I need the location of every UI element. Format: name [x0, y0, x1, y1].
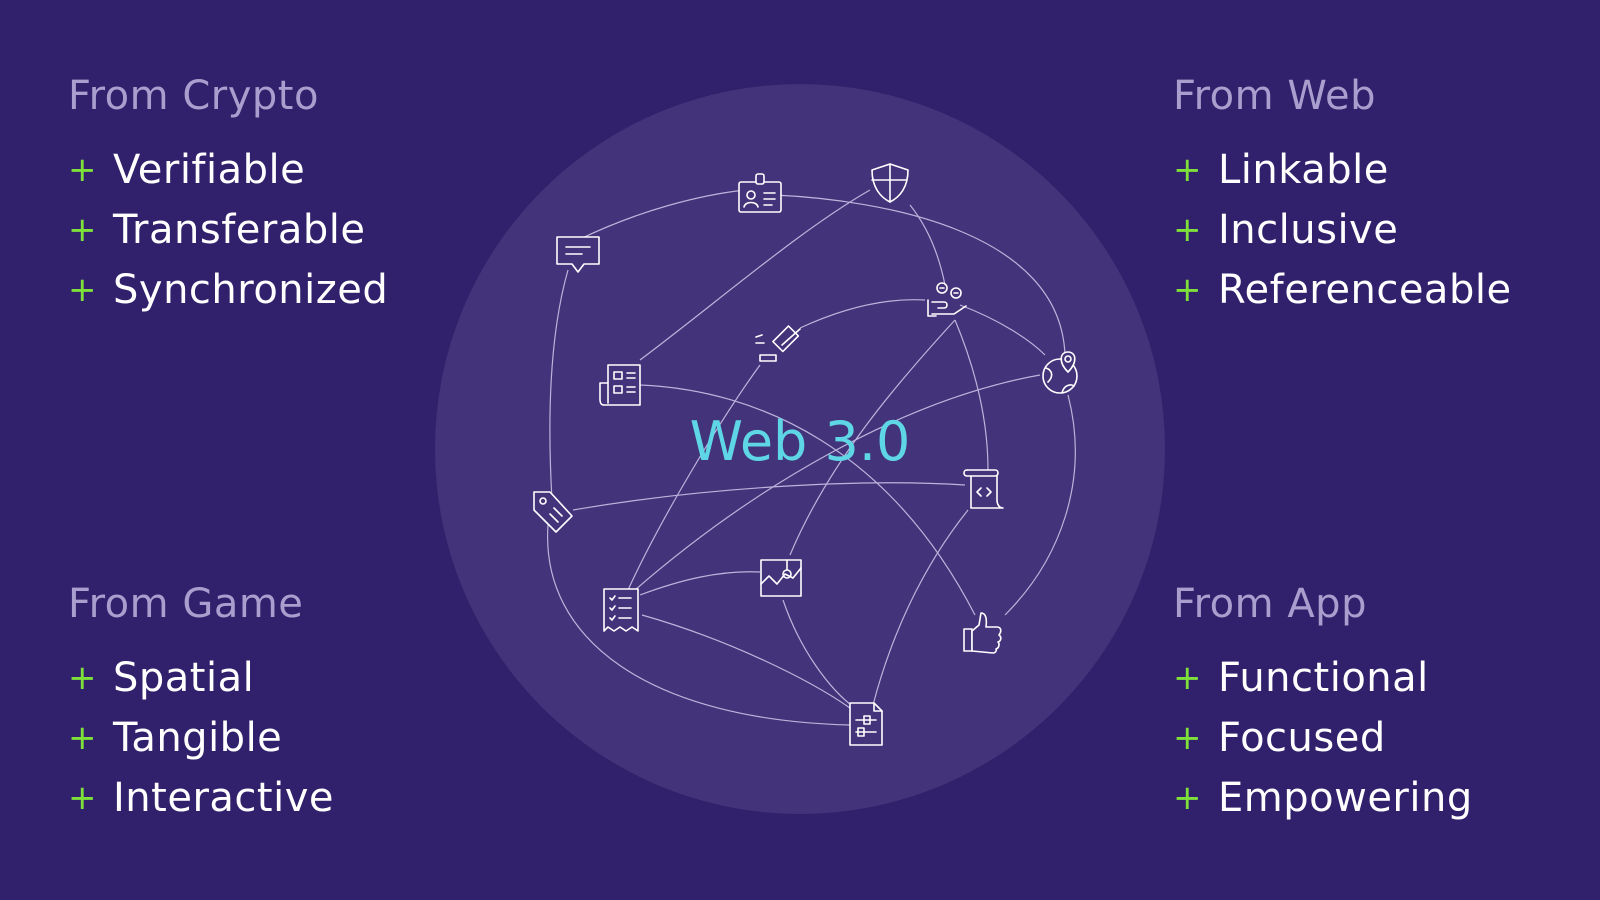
item-label: Verifiable [113, 147, 306, 193]
plus-icon: + [1173, 210, 1202, 250]
list-item: + Inclusive [1173, 200, 1512, 260]
list-item: + Tangible [68, 708, 334, 768]
group-heading: From Crypto [68, 73, 319, 119]
plus-icon: + [1173, 150, 1202, 190]
property-list: + Spatial + Tangible + Interactive [68, 648, 334, 828]
plus-icon: + [68, 718, 97, 758]
plus-icon: + [68, 210, 97, 250]
plus-icon: + [1173, 778, 1202, 818]
group-heading: From App [1173, 581, 1367, 627]
item-label: Tangible [113, 715, 283, 761]
group-heading: From Web [1173, 73, 1377, 119]
list-item: + Referenceable [1173, 260, 1512, 320]
property-list: + Verifiable + Transferable + Synchronized [68, 140, 388, 320]
plus-icon: + [68, 658, 97, 698]
list-item: + Synchronized [68, 260, 388, 320]
list-item: + Functional [1173, 648, 1473, 708]
price-tag-icon [533, 491, 573, 533]
gavel-icon [755, 325, 801, 362]
item-label: Spatial [113, 655, 255, 701]
center-label: Web 3.0 [690, 410, 911, 473]
item-label: Empowering [1218, 775, 1473, 821]
group-from-crypto: From Crypto + Verifiable + Transferable + S… [68, 74, 388, 320]
connection-lines [547, 189, 1076, 726]
document-settings-icon [849, 702, 883, 746]
group-from-web: From Web + Linkable + Inclusive + Reference… [1173, 74, 1512, 320]
item-label: Inclusive [1218, 207, 1399, 253]
item-label: Transferable [113, 207, 366, 253]
group-heading: From Game [68, 581, 304, 627]
list-item: + Linkable [1173, 140, 1512, 200]
item-label: Synchronized [113, 267, 389, 313]
node-icons [533, 163, 1078, 746]
property-list: + Linkable + Inclusive + Referenceable [1173, 140, 1512, 320]
id-badge-icon [738, 173, 782, 213]
chart-image-icon [760, 559, 802, 597]
chat-bubble-icon [556, 236, 600, 273]
plus-icon: + [68, 270, 97, 310]
property-list: + Functional + Focused + Empowering [1173, 648, 1473, 828]
plus-icon: + [1173, 658, 1202, 698]
code-scroll-icon [963, 469, 1004, 509]
thumbs-up-icon [963, 612, 1002, 654]
newspaper-icon [599, 364, 641, 406]
globe-location-icon [1042, 351, 1078, 394]
item-label: Focused [1218, 715, 1386, 761]
group-from-app: From App + Functional + Focused + Empowerin… [1173, 582, 1473, 828]
item-label: Functional [1218, 655, 1429, 701]
plus-icon: + [1173, 270, 1202, 310]
list-item: + Spatial [68, 648, 334, 708]
list-item: + Transferable [68, 200, 388, 260]
plus-icon: + [68, 150, 97, 190]
hand-coins-icon [927, 282, 967, 317]
list-item: + Empowering [1173, 768, 1473, 828]
item-label: Interactive [113, 775, 334, 821]
list-item: + Focused [1173, 708, 1473, 768]
item-label: Referenceable [1218, 267, 1512, 313]
group-from-game: From Game + Spatial + Tangible + Interactiv… [68, 582, 334, 828]
checklist-receipt-icon [603, 588, 639, 632]
item-label: Linkable [1218, 147, 1389, 193]
shield-icon [871, 163, 909, 203]
plus-icon: + [1173, 718, 1202, 758]
plus-icon: + [68, 778, 97, 818]
list-item: + Verifiable [68, 140, 388, 200]
list-item: + Interactive [68, 768, 334, 828]
